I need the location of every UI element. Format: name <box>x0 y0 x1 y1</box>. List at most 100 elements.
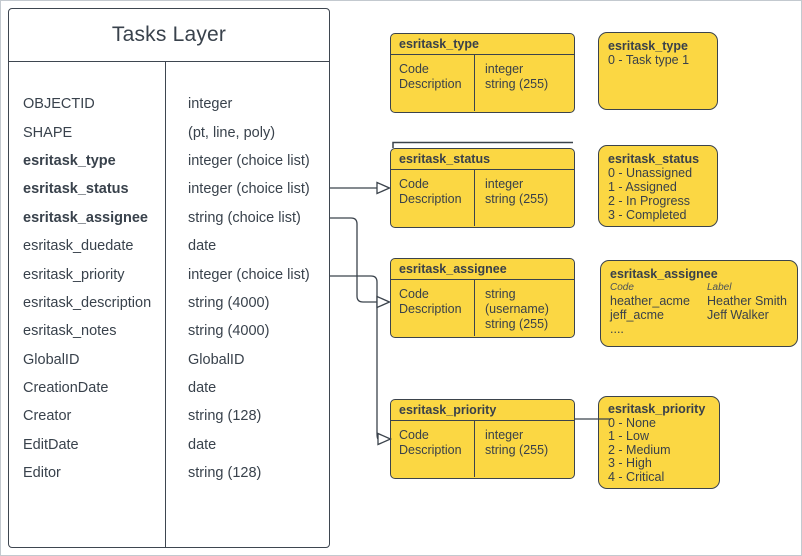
legend-title: esritask_assignee <box>610 267 718 281</box>
attr-table-esritask-assignee: esritask_assignee Code Description strin… <box>390 258 575 338</box>
open-arrowhead-priority <box>377 432 393 446</box>
attr-table-title: esritask_type <box>391 34 574 55</box>
legend-title: esritask_type <box>608 39 688 53</box>
field-name: OBJECTID <box>23 96 95 113</box>
table-row: Creator string (128) <box>9 402 329 430</box>
field-type: (pt, line, poly) <box>188 124 276 141</box>
field-name: esritask_priority <box>23 266 125 283</box>
attr-type: string (255) <box>485 192 549 206</box>
attr-type: integer <box>485 428 524 442</box>
field-name: CreationDate <box>23 380 109 397</box>
field-type: string (4000) <box>188 294 270 311</box>
field-type: string (4000) <box>188 323 270 340</box>
open-arrowhead-status <box>376 181 392 195</box>
attr-table-esritask-status: esritask_status Code Description integer… <box>390 148 575 228</box>
table-row: esritask_assignee string (choice list) <box>9 204 329 232</box>
column-divider <box>165 62 167 547</box>
attr-field: Code <box>399 62 429 76</box>
tasks-layer-field-list: OBJECTID integer SHAPE (pt, line, poly) es… <box>9 62 329 487</box>
field-type: integer (choice list) <box>188 266 310 283</box>
tasks-layer-table: Tasks Layer OBJECTID integer SHAPE (pt, li… <box>8 8 330 548</box>
table-row: GlobalID GlobalID <box>9 346 329 374</box>
field-name: Creator <box>23 408 72 425</box>
legend-line: 4 - Critical <box>608 469 665 484</box>
attr-type: string (255) <box>485 443 549 457</box>
attr-type: string (255) <box>485 77 549 91</box>
table-row: SHAPE (pt, line, poly) <box>9 118 329 146</box>
legend-line: 0 - Unassigned <box>608 166 693 180</box>
field-name: GlobalID <box>23 351 80 368</box>
open-arrowhead-assignee <box>376 295 392 309</box>
legend-line: 1 - Low <box>608 429 649 443</box>
field-type: integer (choice list) <box>188 152 310 169</box>
field-name: Editor <box>23 465 61 482</box>
table-row: esritask_description string (4000) <box>9 289 329 317</box>
field-type: integer (choice list) <box>188 181 310 198</box>
legend-line: 2 - Medium <box>608 442 671 457</box>
attr-table-esritask-type: esritask_type Code Description integer s… <box>390 33 575 113</box>
legend-title: esritask_priority <box>608 402 706 416</box>
attr-table-title: esritask_status <box>391 149 574 170</box>
legend-line: 0 - None <box>608 415 656 430</box>
attr-field: Description <box>399 192 462 206</box>
legend-cell: Jeff Walker <box>707 308 769 322</box>
table-row: OBJECTID integer <box>9 90 329 118</box>
field-type: integer <box>188 96 233 113</box>
field-name: EditDate <box>23 436 79 453</box>
field-type: date <box>188 436 217 453</box>
table-row: esritask_priority integer (choice list) <box>9 260 329 288</box>
legend-title: esritask_status <box>608 152 700 166</box>
attr-type: integer <box>485 62 524 76</box>
field-type: date <box>188 238 217 255</box>
attr-field: Description <box>399 77 462 91</box>
table-row: esritask_duedate date <box>9 232 329 260</box>
legend-col-header: Code <box>610 282 634 293</box>
field-name: esritask_assignee <box>23 209 148 226</box>
field-type: string (choice list) <box>188 209 301 226</box>
field-name: esritask_description <box>23 294 152 311</box>
attr-field: Code <box>399 287 429 301</box>
legend-line: 3 - High <box>608 456 652 470</box>
field-type: GlobalID <box>188 351 245 368</box>
field-name: esritask_duedate <box>23 238 134 255</box>
field-name: esritask_notes <box>23 323 117 340</box>
table-row: esritask_type integer (choice list) <box>9 147 329 175</box>
field-type: string (128) <box>188 465 262 482</box>
legend-cell: heather_acme <box>610 294 690 308</box>
legend-esritask-assignee: esritask_assignee Code Label heather_acm… <box>600 260 798 347</box>
attr-field: Description <box>399 302 462 316</box>
field-name: esritask_status <box>23 181 129 198</box>
field-name: SHAPE <box>23 124 73 141</box>
legend-line: 0 - Task type 1 <box>608 53 690 67</box>
legend-cell: Heather Smith <box>707 294 787 308</box>
legend-cell: jeff_acme <box>610 308 664 322</box>
attr-table-esritask-priority: esritask_priority Code Description integ… <box>390 399 575 479</box>
field-name: esritask_type <box>23 152 116 169</box>
connector-priority <box>330 275 379 440</box>
connector-assignee <box>330 217 377 303</box>
legend-esritask-type: esritask_type 0 - Task type 1 <box>598 32 718 110</box>
legend-ellipsis: .... <box>610 322 624 336</box>
legend-line: 3 - Completed <box>608 208 687 222</box>
legend-line: 1 - Assigned <box>608 180 677 194</box>
table-row: esritask_notes string (4000) <box>9 317 329 345</box>
legend-line: 2 - In Progress <box>608 194 690 208</box>
attr-type: integer <box>485 177 524 191</box>
attr-type: string (username) <box>485 287 549 316</box>
attr-table-title: esritask_priority <box>391 400 574 421</box>
tasks-layer-title: Tasks Layer <box>9 9 329 62</box>
table-row: EditDate date <box>9 431 329 459</box>
table-row: Editor string (128) <box>9 459 329 487</box>
attr-field: Code <box>399 428 429 442</box>
attr-table-title: esritask_assignee <box>391 259 574 280</box>
field-type: date <box>188 380 217 397</box>
attr-field: Code <box>399 177 429 191</box>
legend-esritask-priority: esritask_priority 0 - None 1 - Low 2 - M… <box>598 396 720 489</box>
table-row: esritask_status integer (choice list) <box>9 175 329 203</box>
attr-field: Description <box>399 443 462 457</box>
legend-esritask-status: esritask_status 0 - Unassigned 1 - Assig… <box>598 145 718 227</box>
attr-type: string (255) <box>485 317 549 331</box>
field-type: string (128) <box>188 408 262 425</box>
table-row: CreationDate date <box>9 374 329 402</box>
